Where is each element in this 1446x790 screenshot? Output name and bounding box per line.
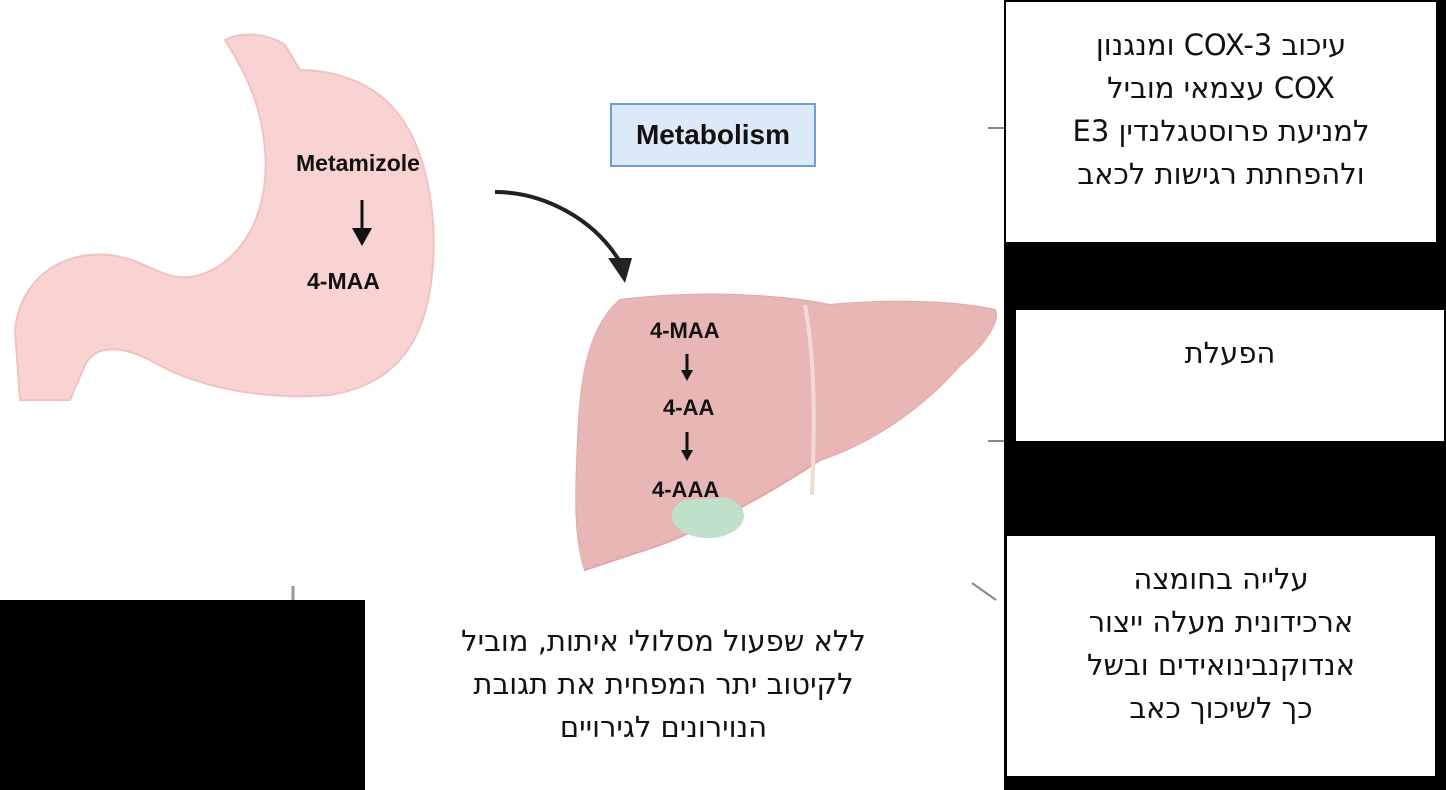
no-signaling-line-1: ללא שפעול מסלולי איתות, מוביל: [461, 624, 866, 658]
activation-line-1: הפעלת: [1184, 336, 1276, 370]
arachidonic-acid-box: עלייה בחומצה ארכידונית מעלה ייצור אנדוקנ…: [1007, 536, 1435, 776]
metabolism-label: Metabolism: [635, 119, 791, 150]
stomach-drug-label: Metamizole: [296, 150, 420, 176]
arachidonic-line-3: אנדוקנבינואידים ובשל: [1086, 648, 1356, 682]
stomach-arrow-icon: [352, 200, 372, 246]
stomach-icon: [13, 33, 435, 401]
cox-inhibition-line-1: עיכוב COX-3 ומנגנון: [1095, 28, 1347, 62]
arachidonic-line-4: כך לשיכוך כאב: [1129, 691, 1313, 725]
cox-inhibition-line-2: COX עצמאי מוביל: [1107, 71, 1335, 105]
curved-arrow-icon: [494, 190, 632, 283]
arachidonic-line-1: עלייה בחומצה: [1133, 562, 1309, 596]
stomach-metabolite-label: 4-MAA: [307, 268, 380, 294]
metabolism-label-box: Metabolism: [610, 103, 816, 167]
connector-lines: [291, 127, 1004, 601]
liver-arrow-1-icon: [681, 354, 693, 381]
no-signaling-line-2: לקיטוב יתר המפחית את תגובת: [473, 667, 854, 701]
cox-inhibition-box: עיכוב COX-3 ומנגנון COX עצמאי מוביל למני…: [1006, 2, 1436, 242]
black-overlay-block: [0, 600, 365, 790]
liver-step-3: 4-AAA: [652, 477, 720, 502]
liver-step-1: 4-MAA: [650, 318, 720, 343]
liver-icon: [575, 293, 997, 572]
no-signaling-line-3: הנוירונים לגירויים: [559, 710, 768, 744]
cox-inhibition-line-3: למניעת פרוסטגלנדין E3: [1072, 114, 1370, 148]
liver-arrow-2-icon: [681, 432, 693, 461]
no-signaling-box: ללא שפעול מסלולי איתות, מוביל לקיטוב יתר…: [365, 600, 962, 788]
activation-box: הפעלת: [1016, 310, 1444, 441]
illustration-graphics: [13, 33, 1004, 601]
arachidonic-line-2: ארכידונית מעלה ייצור: [1088, 605, 1354, 639]
liver-step-2: 4-AA: [663, 395, 715, 420]
cox-inhibition-line-4: ולהפחתת רגישות לכאב: [1077, 157, 1365, 191]
